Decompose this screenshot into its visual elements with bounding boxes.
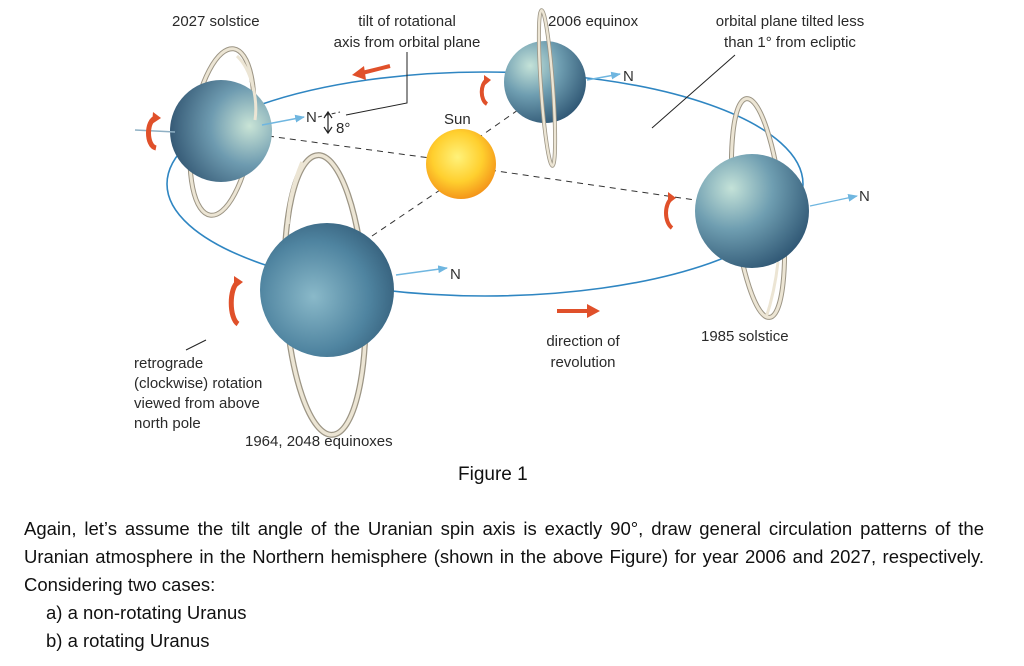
label-tilt-axis-line1: tilt of rotational (358, 13, 456, 30)
label-retrograde-line3: viewed from above (134, 395, 260, 412)
tilt-angle-mark (323, 110, 333, 135)
planet-body (695, 154, 809, 268)
label-2027-solstice: 2027 solstice (172, 13, 260, 30)
north-label-1985: N (859, 188, 870, 205)
spin-axis-1985-north (809, 194, 858, 207)
planet-2006-equinox (504, 8, 586, 168)
sun-label: Sun (444, 111, 471, 128)
planet-1985-solstice (695, 96, 809, 320)
spin-axis-2027 (134, 129, 176, 133)
tilt-angle-label: 8° (336, 120, 350, 137)
label-orbital-plane-line1: orbital plane tilted less (716, 13, 864, 30)
question-paragraph: Again, let’s assume the tilt angle of th… (24, 518, 984, 595)
planet-1964-2048-equinoxes (260, 152, 394, 438)
question-block: Again, let’s assume the tilt angle of th… (24, 515, 984, 655)
sun-sightlines (267, 109, 696, 237)
planet-body (170, 80, 272, 182)
planet-2027-solstice (170, 46, 272, 218)
north-label-2027: N (306, 109, 317, 126)
label-1985-solstice: 1985 solstice (701, 328, 789, 345)
label-direction-line2: revolution (550, 354, 615, 371)
label-tilt-axis-line2: axis from orbital plane (334, 34, 481, 51)
direction-arrow-top (361, 64, 391, 75)
label-retrograde-line4: north pole (134, 415, 201, 432)
north-label-2006: N (623, 68, 634, 85)
label-orbital-plane-line2: than 1° from ecliptic (724, 34, 856, 51)
sun (426, 129, 496, 199)
planet-body (504, 41, 586, 123)
label-retrograde-line2: (clockwise) rotation (134, 375, 262, 392)
orbit-path (166, 71, 804, 297)
north-label-1964: N (450, 266, 461, 283)
spin-axis-2027-north (261, 114, 305, 126)
leader-lines (185, 52, 736, 351)
label-direction-line1: direction of (546, 333, 620, 350)
label-retrograde-line1: retrograde (134, 355, 203, 372)
label-2006-equinox: 2006 equinox (548, 13, 639, 30)
label-1964-2048-equinoxes: 1964, 2048 equinoxes (245, 433, 393, 450)
figure-caption: Figure 1 (458, 464, 528, 485)
planet-body (260, 223, 394, 357)
spin-axis-2006-north (586, 71, 621, 81)
question-case-b: b) a rotating Uranus (46, 630, 210, 651)
spin-axis-1964-north (395, 265, 448, 276)
question-case-a: a) a non-rotating Uranus (46, 602, 247, 623)
